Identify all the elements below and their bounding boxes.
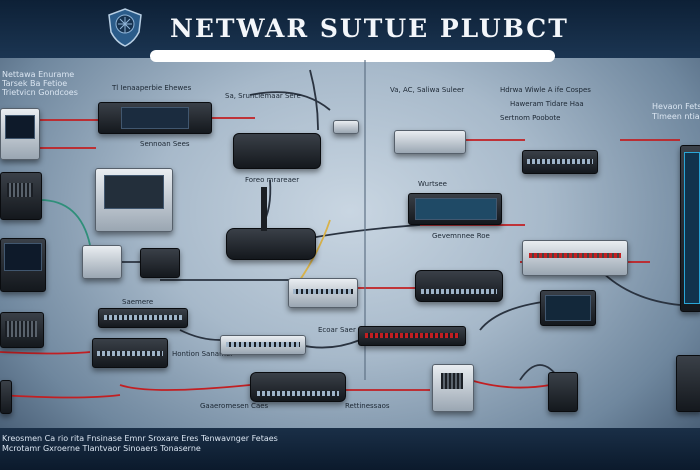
wire: [469, 379, 551, 389]
wire: [39, 199, 91, 246]
wireless-router: [226, 187, 316, 260]
edge-device: [0, 380, 12, 414]
blade-server: [408, 193, 502, 225]
access-point: [82, 245, 122, 279]
caption: Rettinessaos: [345, 402, 390, 410]
display-panel: [0, 238, 46, 292]
monitor-panel: [540, 290, 596, 326]
caption: Va, AC, Saliwa Suleer: [390, 86, 465, 94]
wire: [299, 219, 331, 281]
wire: [299, 224, 421, 241]
patch-panel: [0, 312, 44, 348]
caption: Ecoar Saer: [318, 326, 356, 334]
core-router: [250, 372, 346, 402]
caption: Gevemnnee Roe: [432, 232, 490, 240]
firewall-appliance: [394, 130, 466, 154]
caption: Tarsek Ba Fetioe: [2, 79, 68, 88]
rack-switch: [98, 308, 188, 328]
caption: Nettawa Enurame: [2, 70, 75, 79]
adapter: [333, 120, 359, 134]
tall-rack: [680, 145, 700, 312]
tower-unit: [676, 355, 700, 412]
caption: Hontion Sanamer: [172, 350, 234, 358]
caption: Haweram Tidare Haa: [510, 100, 584, 108]
caption: Sennoan Sees: [140, 140, 190, 148]
caption: Tl Ienaaperbie Ehewes: [112, 84, 192, 92]
small-switch: [140, 248, 180, 278]
footer-caption: Mcrotamr Gxroerne Tlantvaor Sinoaers Ton…: [2, 444, 201, 453]
footer-caption: Kreosmen Ca rio rita Fnsinase Emnr Sroxa…: [2, 434, 278, 443]
caption: Sertnom Poobote: [500, 114, 561, 122]
wire: [299, 339, 361, 349]
caption: Trietvicn Gondcoes: [2, 88, 78, 97]
caption: Foreo mrareaer: [245, 176, 300, 184]
caption: Hdrwa Wiwle A ife Cospes: [500, 86, 591, 94]
flat-switch: [220, 335, 306, 355]
wire: [0, 351, 91, 355]
network-module: [0, 172, 42, 220]
wire: [119, 384, 251, 391]
caption: Gaaeromesen Caes: [200, 402, 269, 410]
wire: [0, 394, 121, 399]
ups-unit: [432, 364, 474, 412]
patch-bay: [522, 240, 628, 276]
port-module: [288, 278, 358, 308]
caption: Sa, Srunciemaar Sere: [225, 92, 301, 100]
wire: [249, 91, 331, 111]
wire: [179, 329, 221, 341]
control-panel-unit: [98, 102, 212, 134]
caption: Saemere: [122, 298, 154, 306]
footer-bar: [0, 428, 700, 470]
long-switch: [358, 326, 466, 346]
modem-unit: [233, 133, 321, 169]
page-title: NETWAR SUTUE PLUBCT: [170, 14, 569, 43]
brain-shield-logo-icon: [108, 8, 142, 47]
rack-unit: [522, 150, 598, 174]
server-unit: [0, 108, 40, 160]
title-underline: [150, 50, 555, 62]
caption: Tlmeen ntiaes: [652, 112, 700, 121]
power-brick: [548, 372, 578, 412]
storage-appliance: [95, 168, 173, 232]
caption: Hevaon Fets: [652, 102, 700, 111]
caption: Wurtsee: [418, 180, 447, 188]
edge-router: [415, 270, 503, 302]
router-box: [92, 338, 168, 368]
